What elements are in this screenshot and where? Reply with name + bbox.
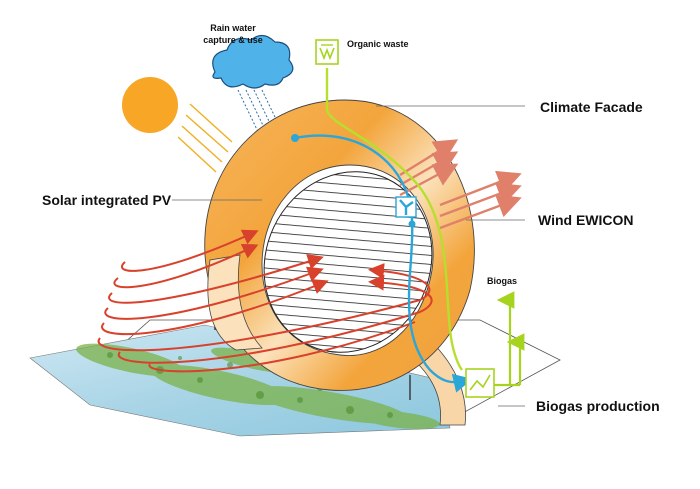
sun-icon — [122, 77, 233, 173]
cloud-icon — [212, 34, 294, 141]
turbine-icon — [395, 196, 417, 218]
leader-lines — [172, 105, 525, 407]
label-climate-facade: Climate Facade — [540, 99, 643, 115]
graph-icon — [465, 368, 495, 398]
label-wind: Wind EWICON — [538, 212, 634, 228]
label-organic-waste: Organic waste — [347, 39, 409, 49]
ground-plane — [29, 319, 561, 437]
biogas-output-arrows — [492, 291, 525, 387]
label-biogas: Biogas — [487, 276, 517, 286]
wind-arrows — [97, 229, 433, 373]
waste-flow — [325, 68, 463, 371]
label-solar-pv: Solar integrated PV — [42, 192, 172, 208]
compost-icon — [315, 39, 339, 65]
label-rain-line2: capture & use — [203, 35, 263, 45]
label-rain-line1: Rain water — [210, 23, 256, 33]
outflow-arrows — [399, 139, 522, 230]
label-biogas-production: Biogas production — [536, 398, 660, 414]
